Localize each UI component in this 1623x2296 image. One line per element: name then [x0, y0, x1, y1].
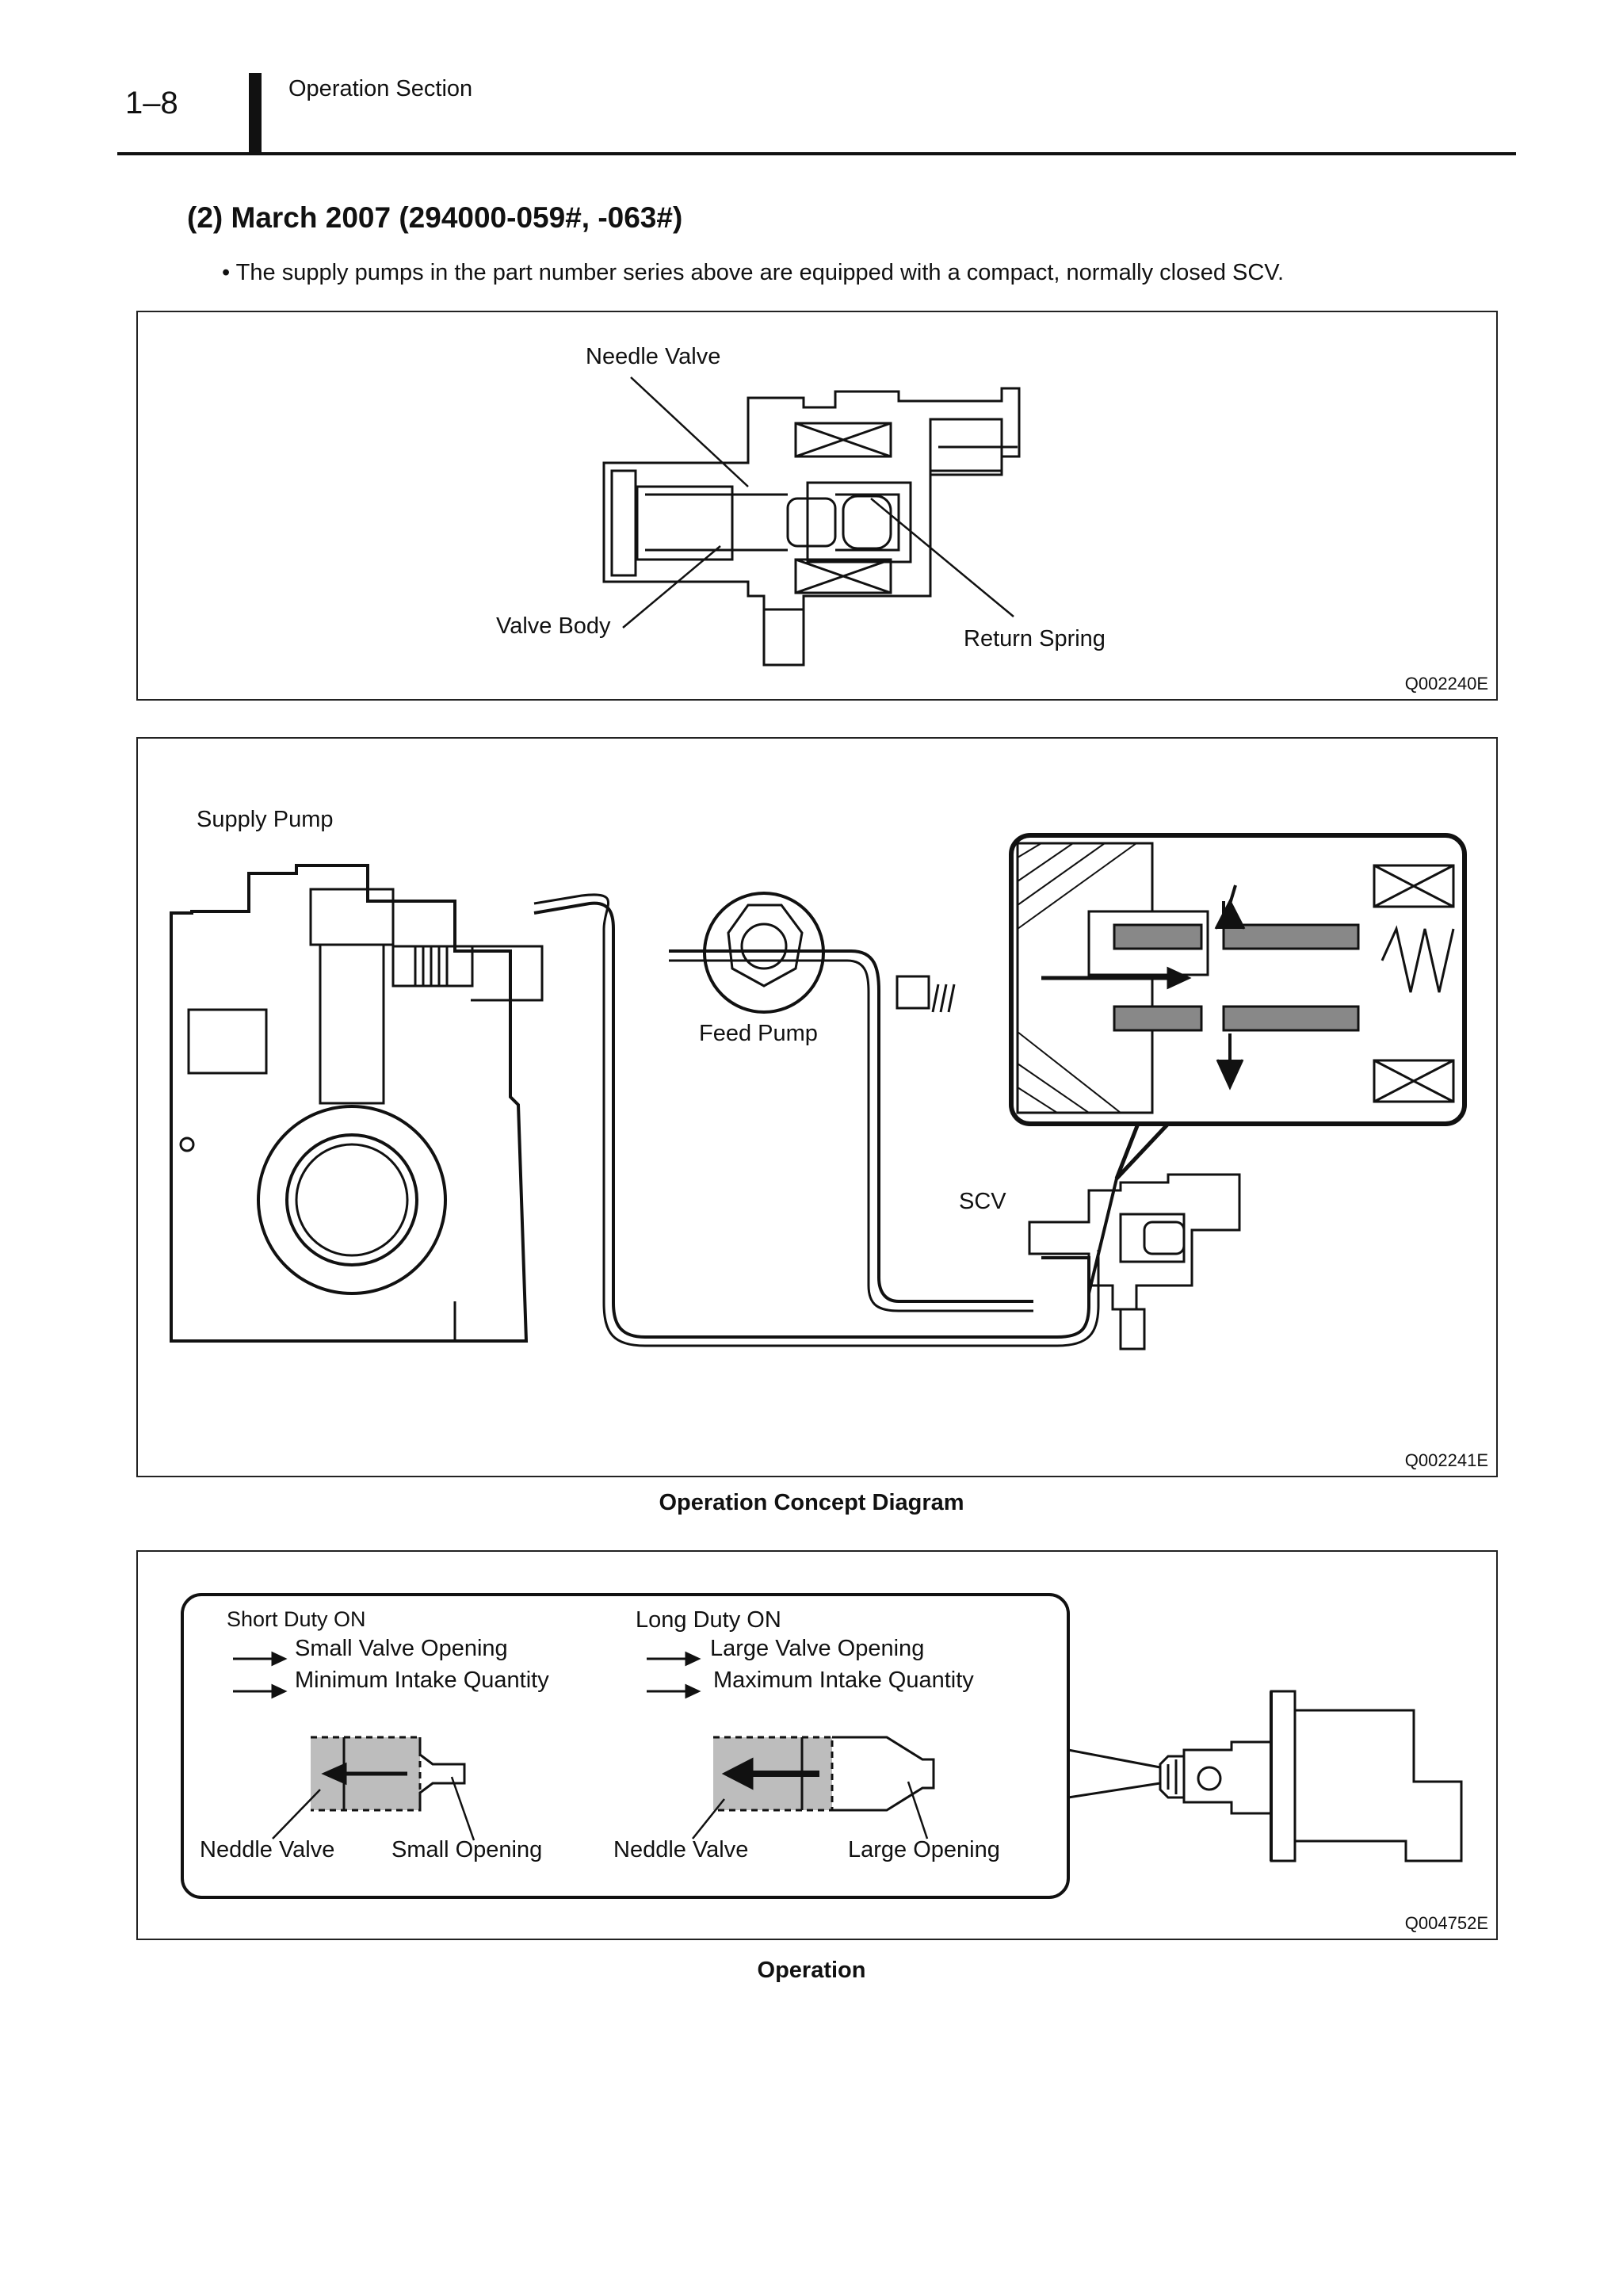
- short-duty-line1: Small Valve Opening: [295, 1636, 508, 1661]
- header-rule: [117, 152, 1516, 155]
- label-needle-valve: Needle Valve: [586, 344, 721, 369]
- label-return-spring: Return Spring: [964, 626, 1106, 651]
- header-section-title: Operation Section: [288, 76, 473, 101]
- label-valve-body: Valve Body: [496, 613, 611, 639]
- figure-operation: Short Duty ON Small Valve Opening Minimu…: [136, 1550, 1498, 1940]
- operation-concept-drawing: [170, 833, 1467, 1350]
- label-feed-pump: Feed Pump: [699, 1021, 818, 1046]
- short-duty-needle-label: Neddle Valve: [200, 1837, 335, 1862]
- short-duty-line2: Minimum Intake Quantity: [295, 1668, 549, 1693]
- figure-id: Q002241E: [1404, 1450, 1488, 1470]
- label-scv: SCV: [959, 1189, 1006, 1214]
- long-duty-line1: Large Valve Opening: [710, 1636, 925, 1661]
- figure-scv-cross-section: Needle Valve Valve Body Return Spring Q0…: [136, 311, 1498, 701]
- operation-drawing: [181, 1593, 1463, 1899]
- label-supply-pump: Supply Pump: [197, 807, 334, 832]
- figure-caption: Operation: [757, 1958, 866, 1983]
- scv-cross-section-drawing: [602, 376, 1021, 667]
- figure-caption: Operation Concept Diagram: [659, 1490, 964, 1515]
- figure-operation-concept: Supply Pump Feed Pump SCV Q002241E: [136, 737, 1498, 1477]
- long-duty-opening-label: Large Opening: [848, 1837, 1000, 1862]
- figure-id: Q002240E: [1404, 674, 1488, 693]
- page-number: 1–8: [125, 86, 178, 120]
- header-bar: [249, 73, 262, 154]
- short-duty-title: Short Duty ON: [227, 1607, 366, 1631]
- short-duty-opening-label: Small Opening: [391, 1837, 543, 1862]
- figure-id: Q004752E: [1404, 1913, 1488, 1933]
- long-duty-title: Long Duty ON: [636, 1607, 781, 1633]
- long-duty-needle-label: Neddle Valve: [613, 1837, 749, 1862]
- bullet-text: • The supply pumps in the part number se…: [222, 260, 1285, 285]
- section-heading: (2) March 2007 (294000-059#, -063#): [187, 201, 683, 234]
- long-duty-line2: Maximum Intake Quantity: [713, 1668, 974, 1693]
